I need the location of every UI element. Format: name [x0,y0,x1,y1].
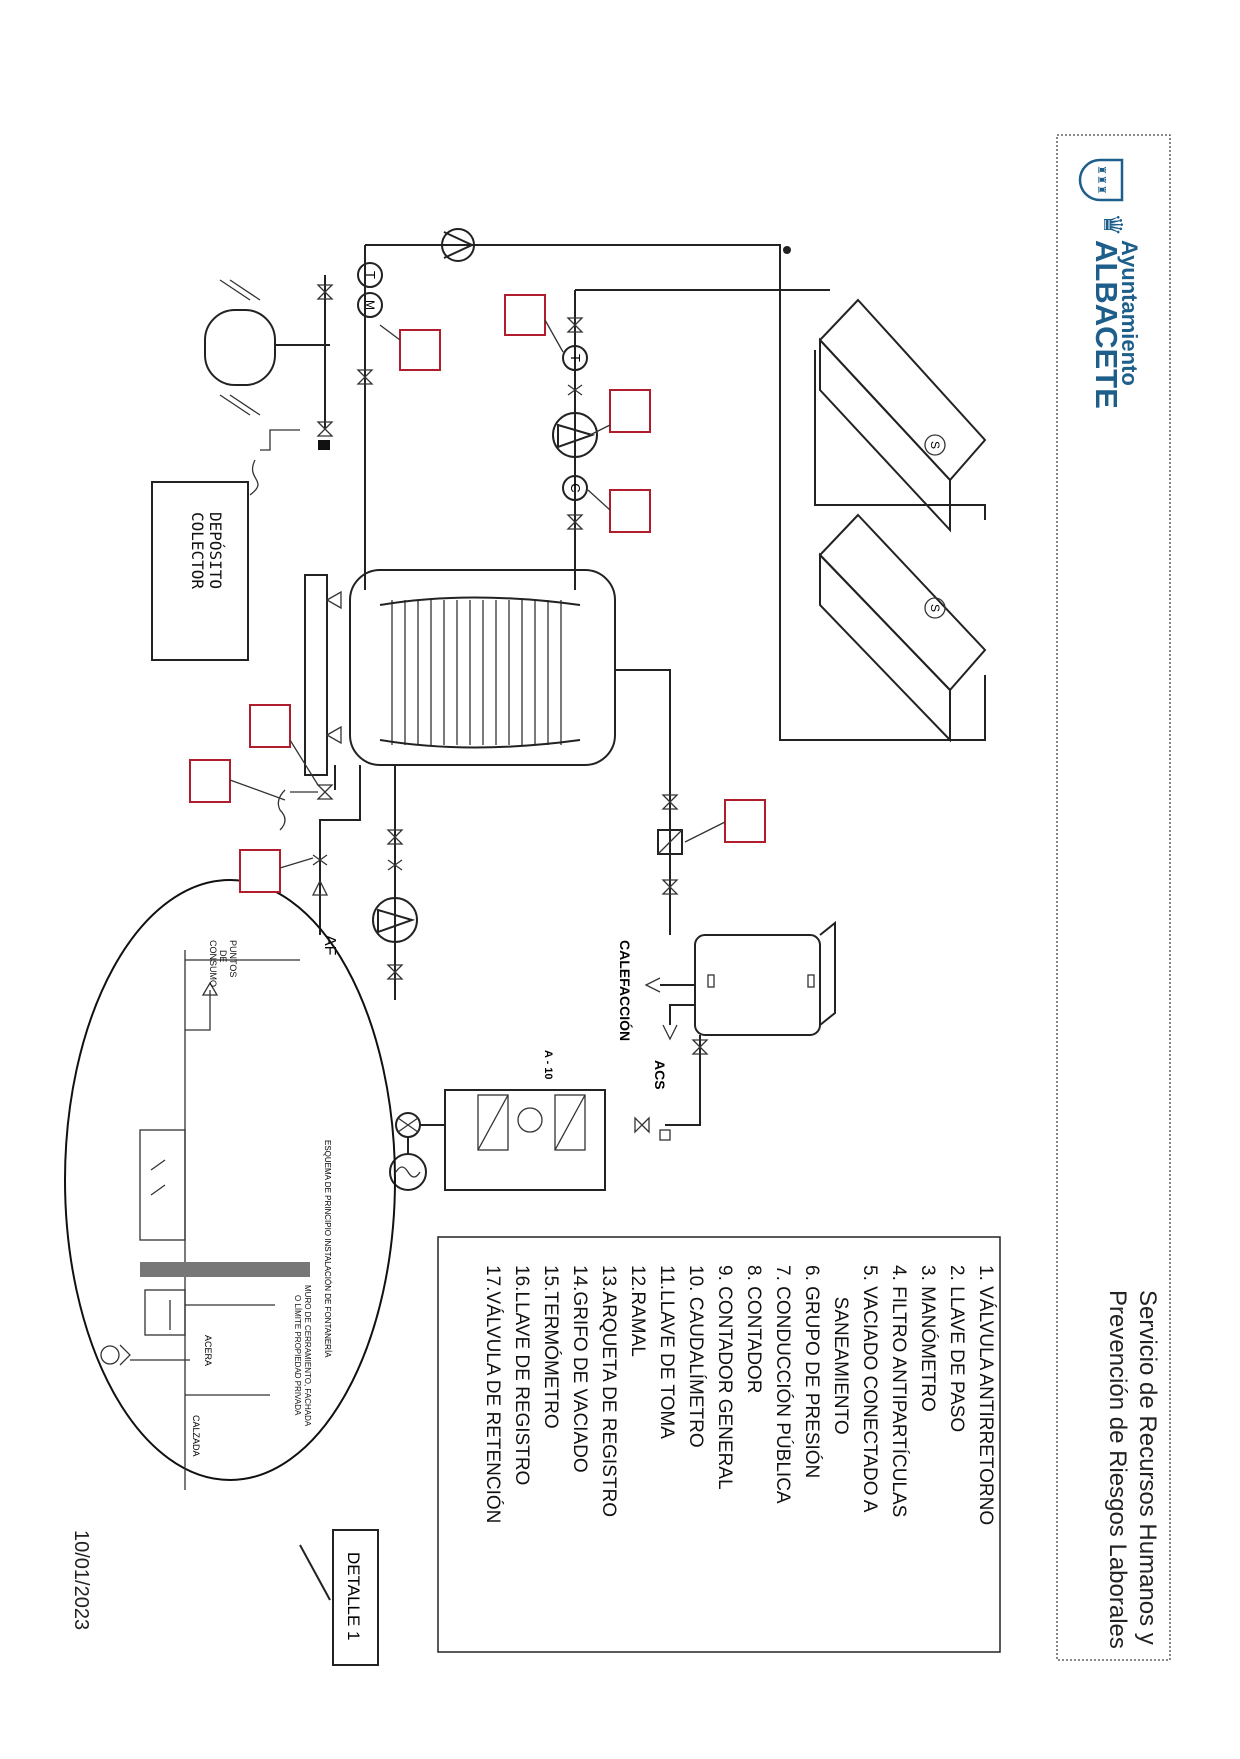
svg-text:MURO DE CERRAMIENTO, FACHADA: MURO DE CERRAMIENTO, FACHADA [303,1285,312,1427]
collector-tank [151,481,249,661]
thermometer-icon: T [562,345,588,371]
answer-box[interactable] [239,849,281,893]
heating-label: CALEFACCIÓN [617,940,634,1041]
svg-text:A - 10: A - 10 [542,1050,554,1080]
service-title-line2: Prevención de Riesgos Laborales [1104,1290,1131,1649]
svg-text:DETALLE 1: DETALLE 1 [344,1552,363,1641]
answer-box[interactable] [609,389,651,433]
footer-date: 10/01/2023 [70,1530,92,1630]
answer-box[interactable] [724,799,766,843]
legend-item: 16.LLAVE DE REGISTRO [511,1265,532,1485]
albacete-logo: ♜♜♜ ♛ [1078,158,1128,236]
manometer-icon: M [357,292,383,318]
legend-item: 9. CONTADOR GENERAL [714,1265,735,1490]
legend-item: 5. VACIADO CONECTADO A [859,1265,880,1513]
counter-icon: C [562,475,588,501]
pump-icon [552,412,598,458]
svg-text:S: S [928,604,942,612]
meter-icon [395,1112,421,1138]
legend-item: 7. CONDUCCIÓN PÚBLICA [772,1265,794,1504]
collector-label: DEPÓSITO [206,512,225,589]
circulator-pump-icon [441,228,475,262]
svg-text:DE: DE [218,950,228,963]
meter-box [139,1129,186,1241]
storage-tank [304,569,616,776]
svg-text:CALZADA: CALZADA [191,1415,201,1457]
filter-icon [657,829,683,855]
svg-text:M: M [363,300,377,310]
legend-item: 1. VÁLVULA ANTIRRETORNO [975,1265,996,1525]
answer-box[interactable] [399,329,441,371]
detail-tag [332,1529,379,1666]
legend-item: 3. MANÓMETRO [917,1265,939,1412]
svg-text:C: C [568,483,583,492]
acs-label: ACS [652,1060,668,1090]
legend-item: 4. FILTRO ANTIPARTÍCULAS [888,1265,909,1517]
service-title-line1: Servicio de Recursos Humanos y [1134,1290,1161,1645]
answer-box[interactable] [249,704,291,748]
solar-panel: S [818,513,987,743]
legend-item: 2. LLAVE DE PASO [946,1265,967,1432]
solar-panel: S [818,298,987,533]
legend-frame [437,1236,1001,1653]
legend-item: 6. GRUPO DE PRESIÓN [801,1265,823,1478]
pump-icon [372,897,418,943]
svg-text:PUNTOS: PUNTOS [228,940,238,977]
pressure-group [444,1089,606,1191]
org-city: ALBACETE [1089,240,1124,409]
svg-text:S: S [928,441,942,449]
answer-box[interactable] [504,294,546,336]
scheme-title: ESQUEMA DE PRINCIPIO INSTALACIÓN DE FONT… [323,1140,332,1358]
cold-water-label: AF [321,935,338,956]
shield-icon [1078,158,1124,202]
legend-item: SANEAMIENTO [830,1265,851,1435]
svg-text:O LÍMITE PROPIEDAD PRIVADA: O LÍMITE PROPIEDAD PRIVADA [293,1295,302,1416]
legend: 1. VÁLVULA ANTIRRETORNO 2. LLAVE DE PASO… [482,1265,996,1525]
valve-icon [356,369,374,385]
boiler [694,920,836,1036]
crown-icon: ♛ [1098,213,1128,236]
org-name: Ayuntamiento [1117,240,1142,386]
legend-item: 14.GRIFO DE VACIADO [569,1265,590,1473]
svg-text:COLECTOR: COLECTOR [188,512,207,589]
thermometer-icon: T [357,262,383,288]
legend-item: 17.VÁLVULA DE RETENCIÓN [482,1265,504,1523]
legend-item: 12.RAMAL [627,1265,648,1357]
answer-box[interactable] [189,759,231,803]
legend-item: 11.LLAVE DE TOMA [656,1265,677,1439]
answer-box[interactable] [609,489,651,533]
svg-text:T: T [363,271,378,279]
header-frame [1056,134,1171,1661]
expansion-vessel-icon [204,279,330,416]
legend-item: 15.TERMÓMETRO [540,1265,562,1429]
legend-item: 13.ARQUETA DE REGISTRO [598,1265,619,1517]
detail-ellipse [64,879,396,1481]
svg-text:ACERA: ACERA [203,1335,213,1366]
svg-text:CONSUMO: CONSUMO [208,940,218,987]
legend-item: 8. CONTADOR [743,1265,764,1393]
svg-text:T: T [568,354,583,362]
public-supply-icon [389,1153,427,1191]
wall-hatch [140,1262,310,1277]
legend-item: 10. CAUDALÍMETRO [685,1265,706,1448]
svg-text:♜♜♜: ♜♜♜ [1095,165,1107,195]
